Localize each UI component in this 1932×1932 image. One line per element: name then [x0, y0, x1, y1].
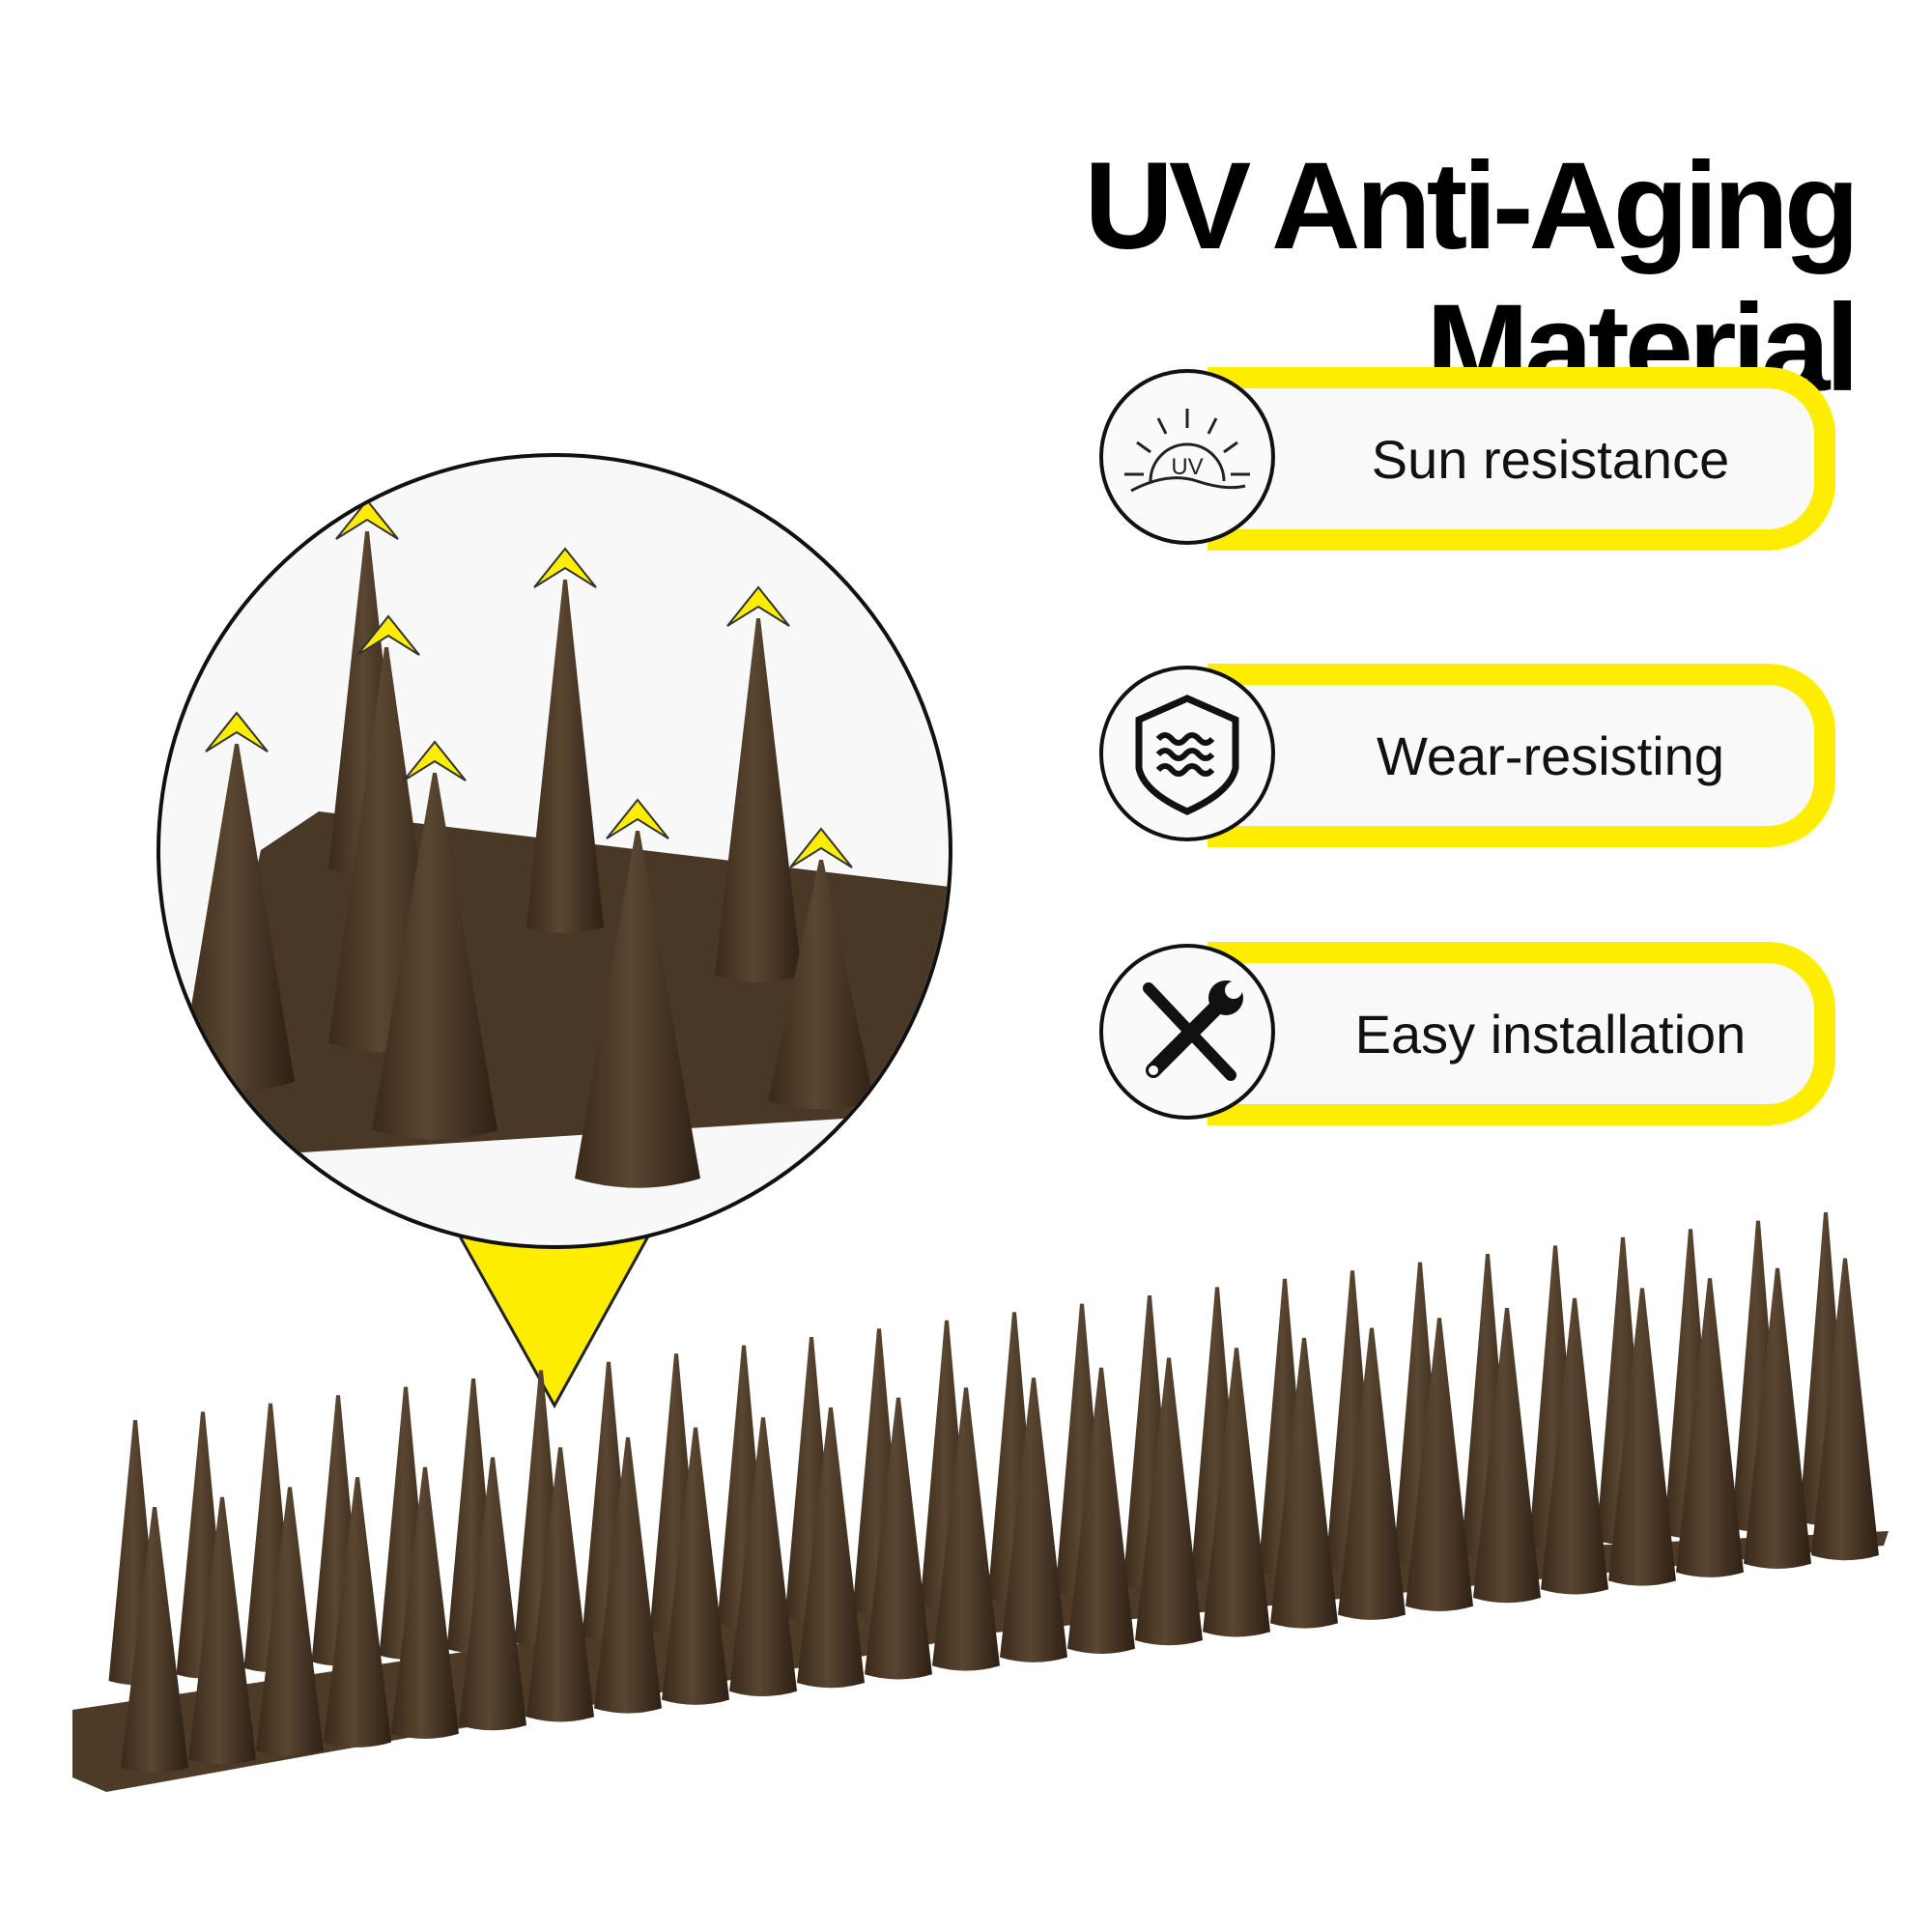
callout-pointer [456, 1233, 652, 1409]
spike [1000, 1378, 1067, 1662]
spike [459, 1457, 526, 1731]
spike [1608, 1288, 1676, 1586]
spike [1135, 1357, 1203, 1646]
spike [1744, 1267, 1811, 1570]
tools-icon [1099, 944, 1275, 1120]
spike [715, 618, 802, 982]
feature-label: Wear-resisting [1377, 724, 1724, 786]
up-arrow-icon [789, 827, 853, 868]
spike [1270, 1337, 1338, 1629]
spike [865, 1397, 932, 1680]
shield-waves-icon [1099, 666, 1275, 841]
spike [1811, 1258, 1879, 1561]
feature-sun-resistance: Sun resistance UV [1099, 367, 1835, 551]
feature-label: Easy installation [1354, 1003, 1747, 1065]
up-arrow-icon [606, 798, 669, 839]
up-arrow-icon [533, 547, 597, 588]
spike [729, 1417, 797, 1697]
spike [768, 860, 874, 1110]
feature-pill [1208, 367, 1835, 551]
bird-spike-strip [72, 1212, 1889, 1792]
spike [179, 744, 295, 1091]
up-arrow-icon [726, 585, 790, 627]
feature-label: Sun resistance [1371, 428, 1730, 490]
spike [575, 831, 700, 1188]
up-arrow-icon [205, 711, 269, 753]
spike [256, 1487, 324, 1756]
feature-pill [1208, 942, 1835, 1125]
spike [188, 1496, 256, 1765]
spike [932, 1387, 1000, 1671]
feature-easy-installation: Easy installation [1099, 942, 1835, 1125]
spike [324, 1477, 391, 1747]
up-arrow-icon [403, 740, 467, 781]
spike [1203, 1348, 1270, 1637]
up-arrow-icon [335, 498, 399, 540]
up-arrow-icon [356, 614, 420, 656]
spike [391, 1466, 459, 1740]
spike [662, 1427, 729, 1705]
spike [594, 1436, 662, 1714]
spike [1541, 1297, 1608, 1595]
uv-sun-icon: UV [1099, 369, 1275, 545]
feature-wear-resisting: Wear-resisting [1099, 664, 1835, 847]
magnified-spikes [179, 498, 949, 1188]
spike [797, 1407, 865, 1689]
spike [1067, 1367, 1135, 1655]
spike [372, 773, 497, 1140]
feature-pill [1208, 664, 1835, 847]
spike [526, 580, 604, 933]
spike [1406, 1318, 1473, 1612]
spike [1676, 1278, 1744, 1577]
spike [1473, 1308, 1541, 1604]
spike [526, 1447, 594, 1722]
spike [121, 1507, 188, 1774]
uv-label: UV [1171, 454, 1203, 480]
spike [1338, 1327, 1406, 1620]
